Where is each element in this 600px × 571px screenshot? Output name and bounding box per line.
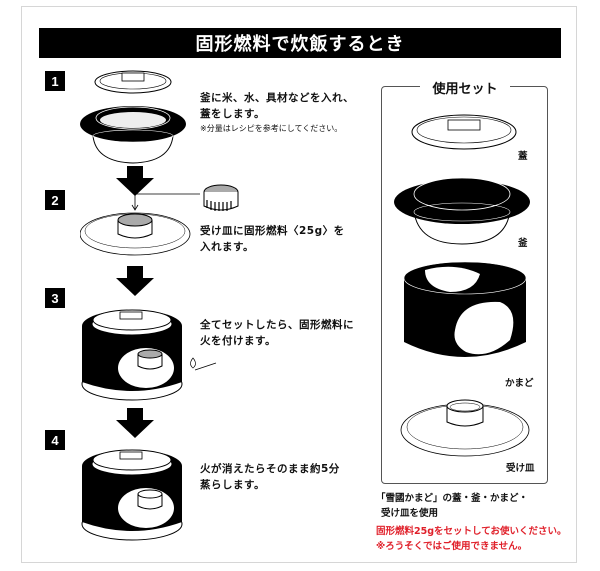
- step-4-line-2: 蒸らします。: [200, 479, 265, 491]
- set-caption: 「雪國かまど」の蓋・釜・かまど・ 受け皿を使用: [376, 491, 528, 521]
- warning-line-2: ※ろうそくではご使用できません。: [376, 541, 528, 552]
- down-arrow-icon: [116, 166, 154, 196]
- part-label-pot: 釜: [518, 238, 528, 249]
- step-4-line-1: 火が消えたらそのまま約5分: [200, 463, 340, 475]
- tray-icon: [400, 399, 530, 457]
- step-3-line-1: 全てセットしたら、固形燃料に: [200, 319, 354, 331]
- step-2-text: 受け皿に固形燃料〈25g〉を 入れます。: [200, 223, 345, 255]
- step-1-number: 1: [45, 71, 65, 91]
- step-2-line-2: 入れます。: [200, 241, 254, 253]
- warning-line-1: 固形燃料25gをセットしてお使いください。: [376, 526, 567, 537]
- assembled-stove-steaming-illustration: [81, 449, 183, 541]
- page-title: 固形燃料で炊飯するとき: [39, 28, 561, 58]
- step-1-line-2: 蓋をします。: [200, 108, 265, 120]
- down-arrow-icon: [116, 408, 154, 438]
- tray-with-fuel-illustration: [80, 184, 239, 256]
- pot-icon: [394, 177, 530, 245]
- step-1-note: ※分量はレシピを参考にしてください。: [200, 124, 343, 133]
- page-frame: [21, 6, 577, 563]
- stove-icon: [403, 261, 527, 357]
- assembled-stove-lit-illustration: [81, 309, 217, 401]
- caption-line-1: 「雪國かまど」の蓋・釜・かまど・: [376, 493, 529, 504]
- step-2-line-1: 受け皿に固形燃料〈25g〉を: [200, 225, 345, 237]
- step-3-line-2: 火を付けます。: [200, 335, 276, 347]
- step-2-number: 2: [45, 190, 65, 210]
- down-arrow-icon: [116, 266, 154, 296]
- pot-with-lid-illustration: [80, 70, 186, 164]
- set-panel-title: 使用セット: [420, 78, 510, 97]
- step-3-number: 3: [45, 288, 65, 308]
- part-label-stove: かまど: [505, 378, 534, 389]
- part-label-tray: 受け皿: [506, 463, 535, 474]
- fuel-warning: 固形燃料25gをセットしてお使いください。 ※ろうそくではご使用できません。: [376, 524, 566, 554]
- step-4-number: 4: [45, 430, 65, 450]
- part-label-lid: 蓋: [518, 151, 528, 162]
- step-1-text: 釜に米、水、具材などを入れ、 蓋をします。 ※分量はレシピを参考にしてください。: [200, 90, 354, 136]
- step-3-text: 全てセットしたら、固形燃料に 火を付けます。: [200, 317, 354, 349]
- lid-icon: [411, 114, 517, 150]
- step-4-text: 火が消えたらそのまま約5分 蒸らします。: [200, 461, 340, 493]
- step-1-line-1: 釜に米、水、具材などを入れ、: [200, 92, 355, 104]
- caption-line-2: 受け皿を使用: [381, 508, 439, 519]
